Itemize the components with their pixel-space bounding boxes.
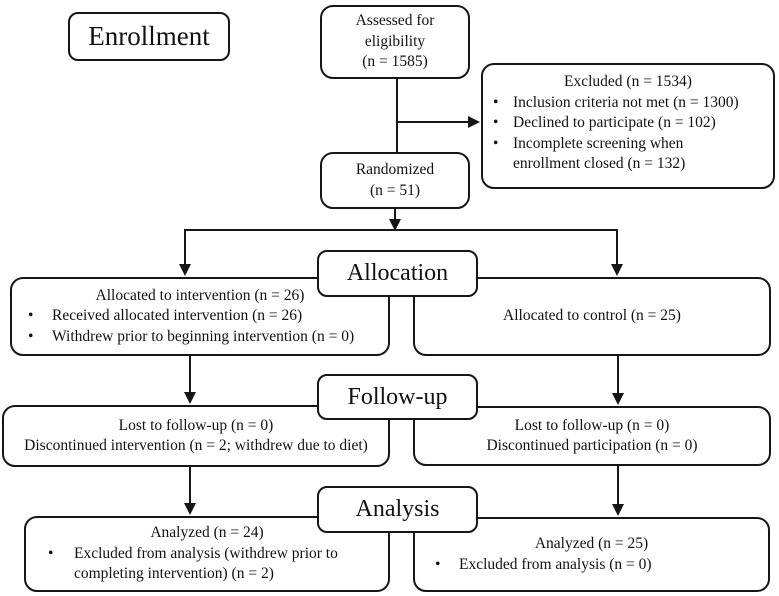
connector-control-to-followup — [617, 355, 619, 394]
arrowhead-followup-intervention — [184, 392, 196, 404]
assessed-line-1: Assessed for — [355, 12, 435, 30]
excluded-title: Excluded (n = 1534) — [564, 73, 692, 90]
analyzed-intervention-bullet-list: Excluded from analysis (withdrew prior t… — [26, 544, 388, 585]
assessed-count: (n = 1585) — [362, 53, 428, 71]
excluded-box: Excluded (n = 1534) Inclusion criteria n… — [481, 63, 775, 189]
stage-label-allocation: Allocation — [317, 250, 478, 297]
followup-control-line-1: Lost to follow-up (n = 0) — [514, 416, 670, 434]
allocated-intervention-bullet: Received allocated intervention (n = 26) — [12, 306, 388, 327]
connector-followup-to-analysis-right — [617, 465, 619, 505]
excluded-bullet: Incomplete screening when enrollment clo… — [483, 134, 773, 175]
connector-assessed-to-randomized — [396, 79, 398, 152]
connector-branch-to-control — [616, 229, 618, 265]
arrowhead-followup-control — [612, 393, 624, 405]
connector-branch-horizontal — [184, 229, 618, 231]
arrowhead-analysis-intervention — [184, 503, 196, 515]
assessed-line-2: eligibility — [364, 32, 426, 50]
connector-to-excluded — [397, 121, 469, 123]
assessed-for-eligibility-box: Assessed for eligibility (n = 1585) — [320, 5, 470, 79]
allocated-control-title: Allocated to control (n = 25) — [503, 307, 681, 325]
analyzed-intervention-title: Analyzed (n = 24) — [150, 524, 264, 542]
arrowhead-intervention — [179, 264, 191, 276]
arrowhead-analysis-control — [612, 504, 624, 516]
connector-followup-to-analysis-left — [189, 466, 191, 505]
allocated-intervention-bullet: Withdrew prior to beginning intervention… — [12, 327, 388, 348]
randomized-box: Randomized (n = 51) — [320, 152, 470, 209]
followup-intervention-line-2: Discontinued intervention (n = 2; withdr… — [24, 437, 368, 454]
connector-branch-to-intervention — [184, 229, 186, 265]
excluded-bullet: Declined to participate (n = 102) — [483, 113, 773, 134]
analyzed-intervention-bullet: Excluded from analysis (withdrew prior t… — [26, 544, 388, 585]
arrowhead-excluded — [468, 116, 480, 128]
analyzed-control-bullet-list: Excluded from analysis (n = 0) — [415, 555, 768, 576]
analyzed-control-bullet: Excluded from analysis (n = 0) — [415, 555, 768, 576]
followup-control-box: Lost to follow-up (n = 0) Discontinued p… — [413, 406, 771, 466]
stage-label-analysis: Analysis — [317, 486, 478, 533]
arrowhead-control — [611, 264, 623, 276]
excluded-bullet-list: Inclusion criteria not met (n = 1300) De… — [483, 93, 773, 175]
connector-intervention-to-followup — [189, 355, 191, 393]
randomized-line-1: Randomized — [355, 161, 435, 178]
allocated-intervention-bullet-list: Received allocated intervention (n = 26)… — [12, 306, 388, 347]
analyzed-control-title: Analyzed (n = 25) — [534, 535, 649, 552]
stage-label-followup: Follow-up — [317, 374, 478, 420]
followup-intervention-line-1: Lost to follow-up (n = 0) — [118, 416, 274, 434]
randomized-count: (n = 51) — [369, 181, 421, 199]
followup-control-line-2: Discontinued participation (n = 0) — [486, 437, 698, 454]
connector-randomized-to-branch — [394, 209, 396, 221]
arrowhead-branch — [389, 219, 401, 231]
allocated-intervention-title: Allocated to intervention (n = 26) — [95, 286, 305, 304]
excluded-bullet: Inclusion criteria not met (n = 1300) — [483, 93, 773, 114]
stage-label-enrollment: Enrollment — [68, 12, 230, 61]
